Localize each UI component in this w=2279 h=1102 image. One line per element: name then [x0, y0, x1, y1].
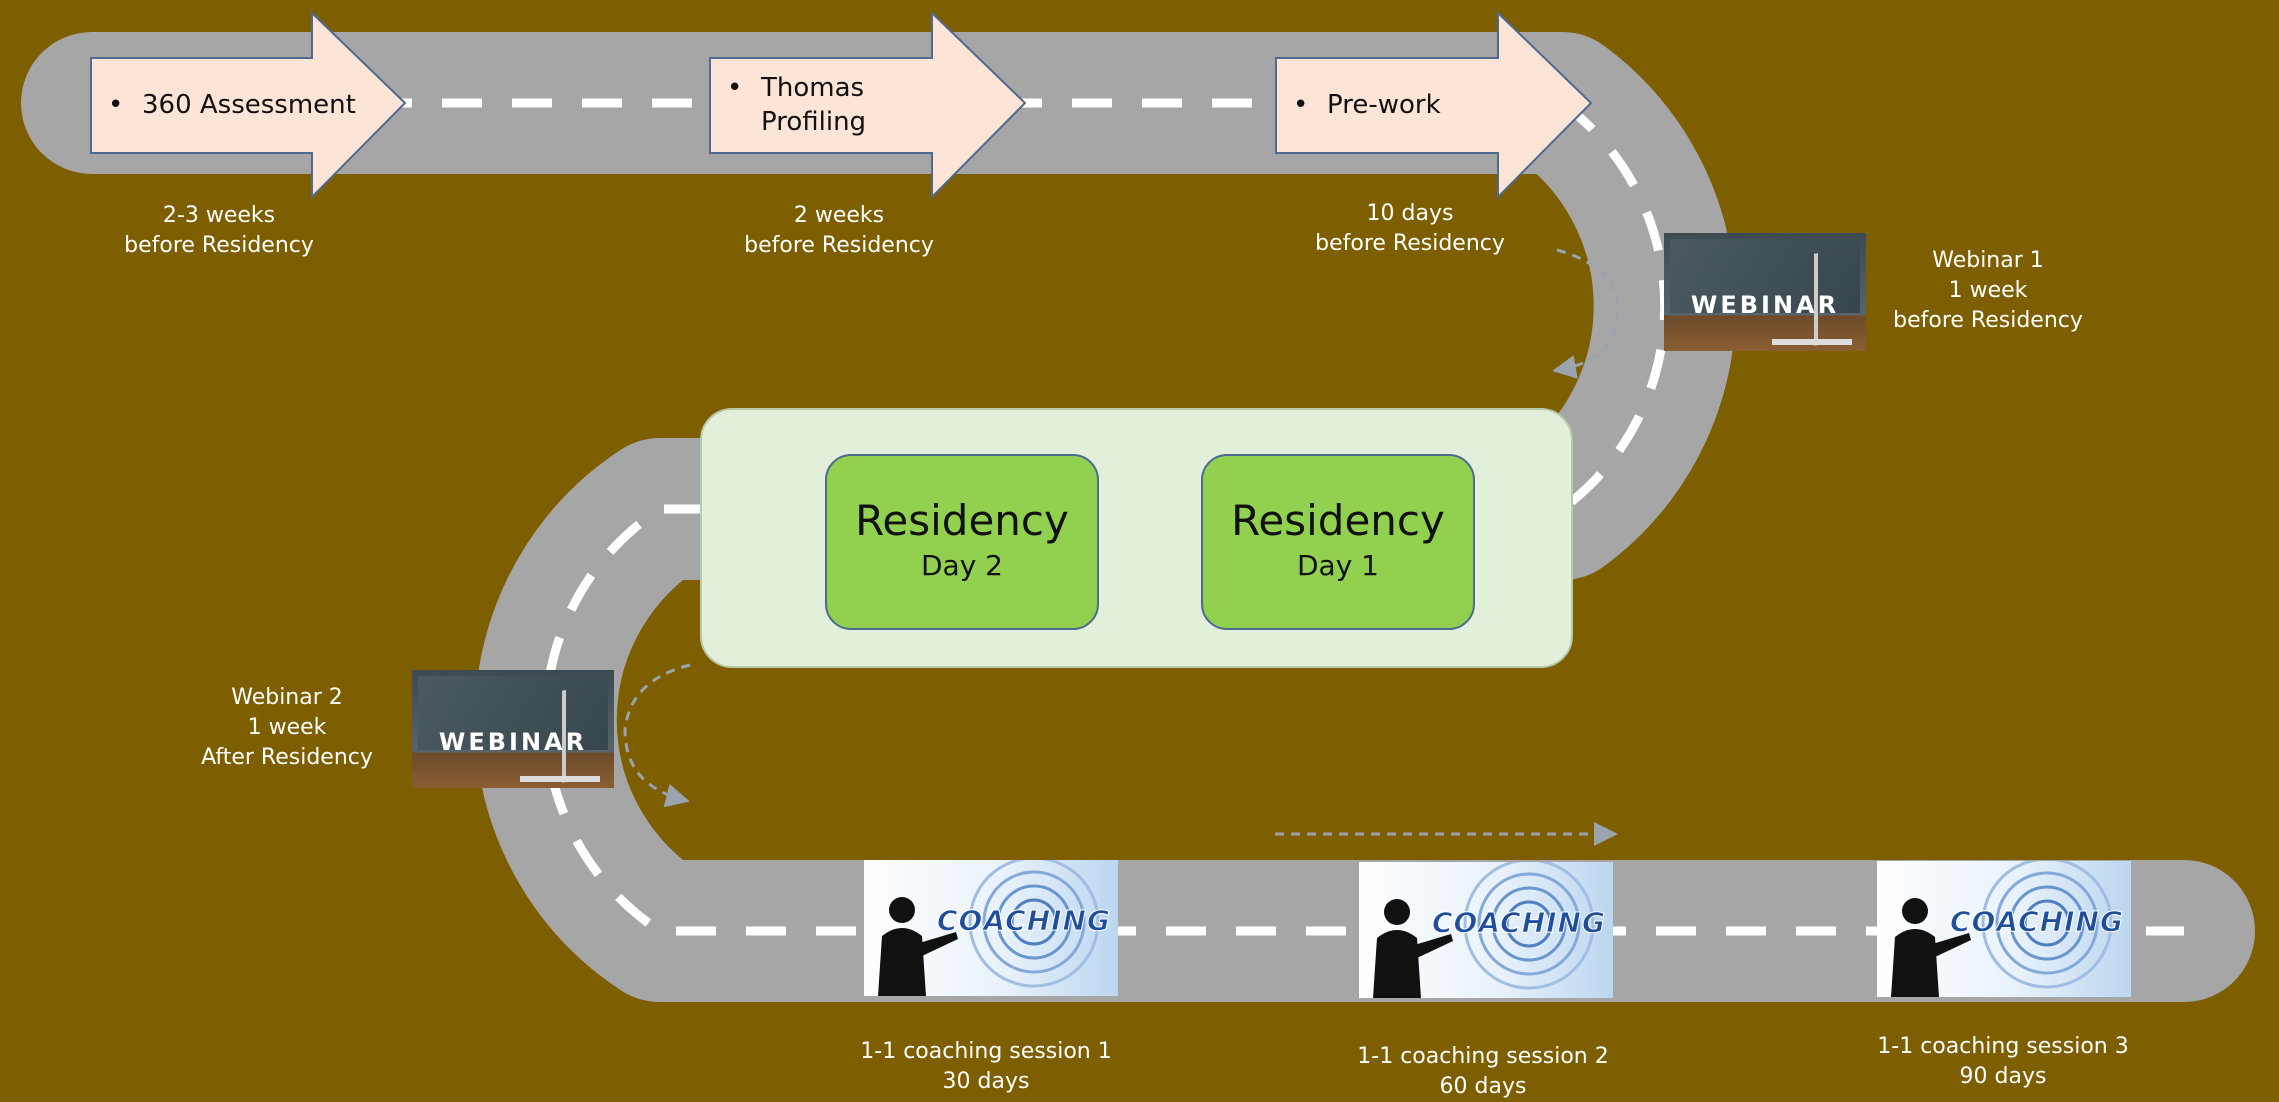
- residency-day-2: Residency Day 2: [825, 454, 1099, 630]
- coaching-icon: COACHING: [1877, 861, 2131, 997]
- dashed-arrow-icon: [623, 663, 691, 808]
- dashed-arrow-icon: [1552, 248, 1620, 379]
- webinar-icon: WEBINAR: [412, 670, 614, 788]
- coaching-icon: COACHING: [864, 860, 1118, 996]
- residency-day-1: Residency Day 1: [1201, 454, 1475, 630]
- step-label: • Pre-work: [1293, 90, 1441, 120]
- step-arrow-pre-work: [1275, 10, 1593, 200]
- webinar-icon: WEBINAR: [1664, 233, 1866, 351]
- step-arrow-thomas-profiling: [709, 10, 1027, 200]
- step-arrow-360-assessment: [90, 10, 407, 200]
- step-label: • 360 Assessment: [108, 90, 356, 120]
- coaching-icon: COACHING: [1359, 862, 1613, 998]
- lane-markings: [92, 98, 2184, 936]
